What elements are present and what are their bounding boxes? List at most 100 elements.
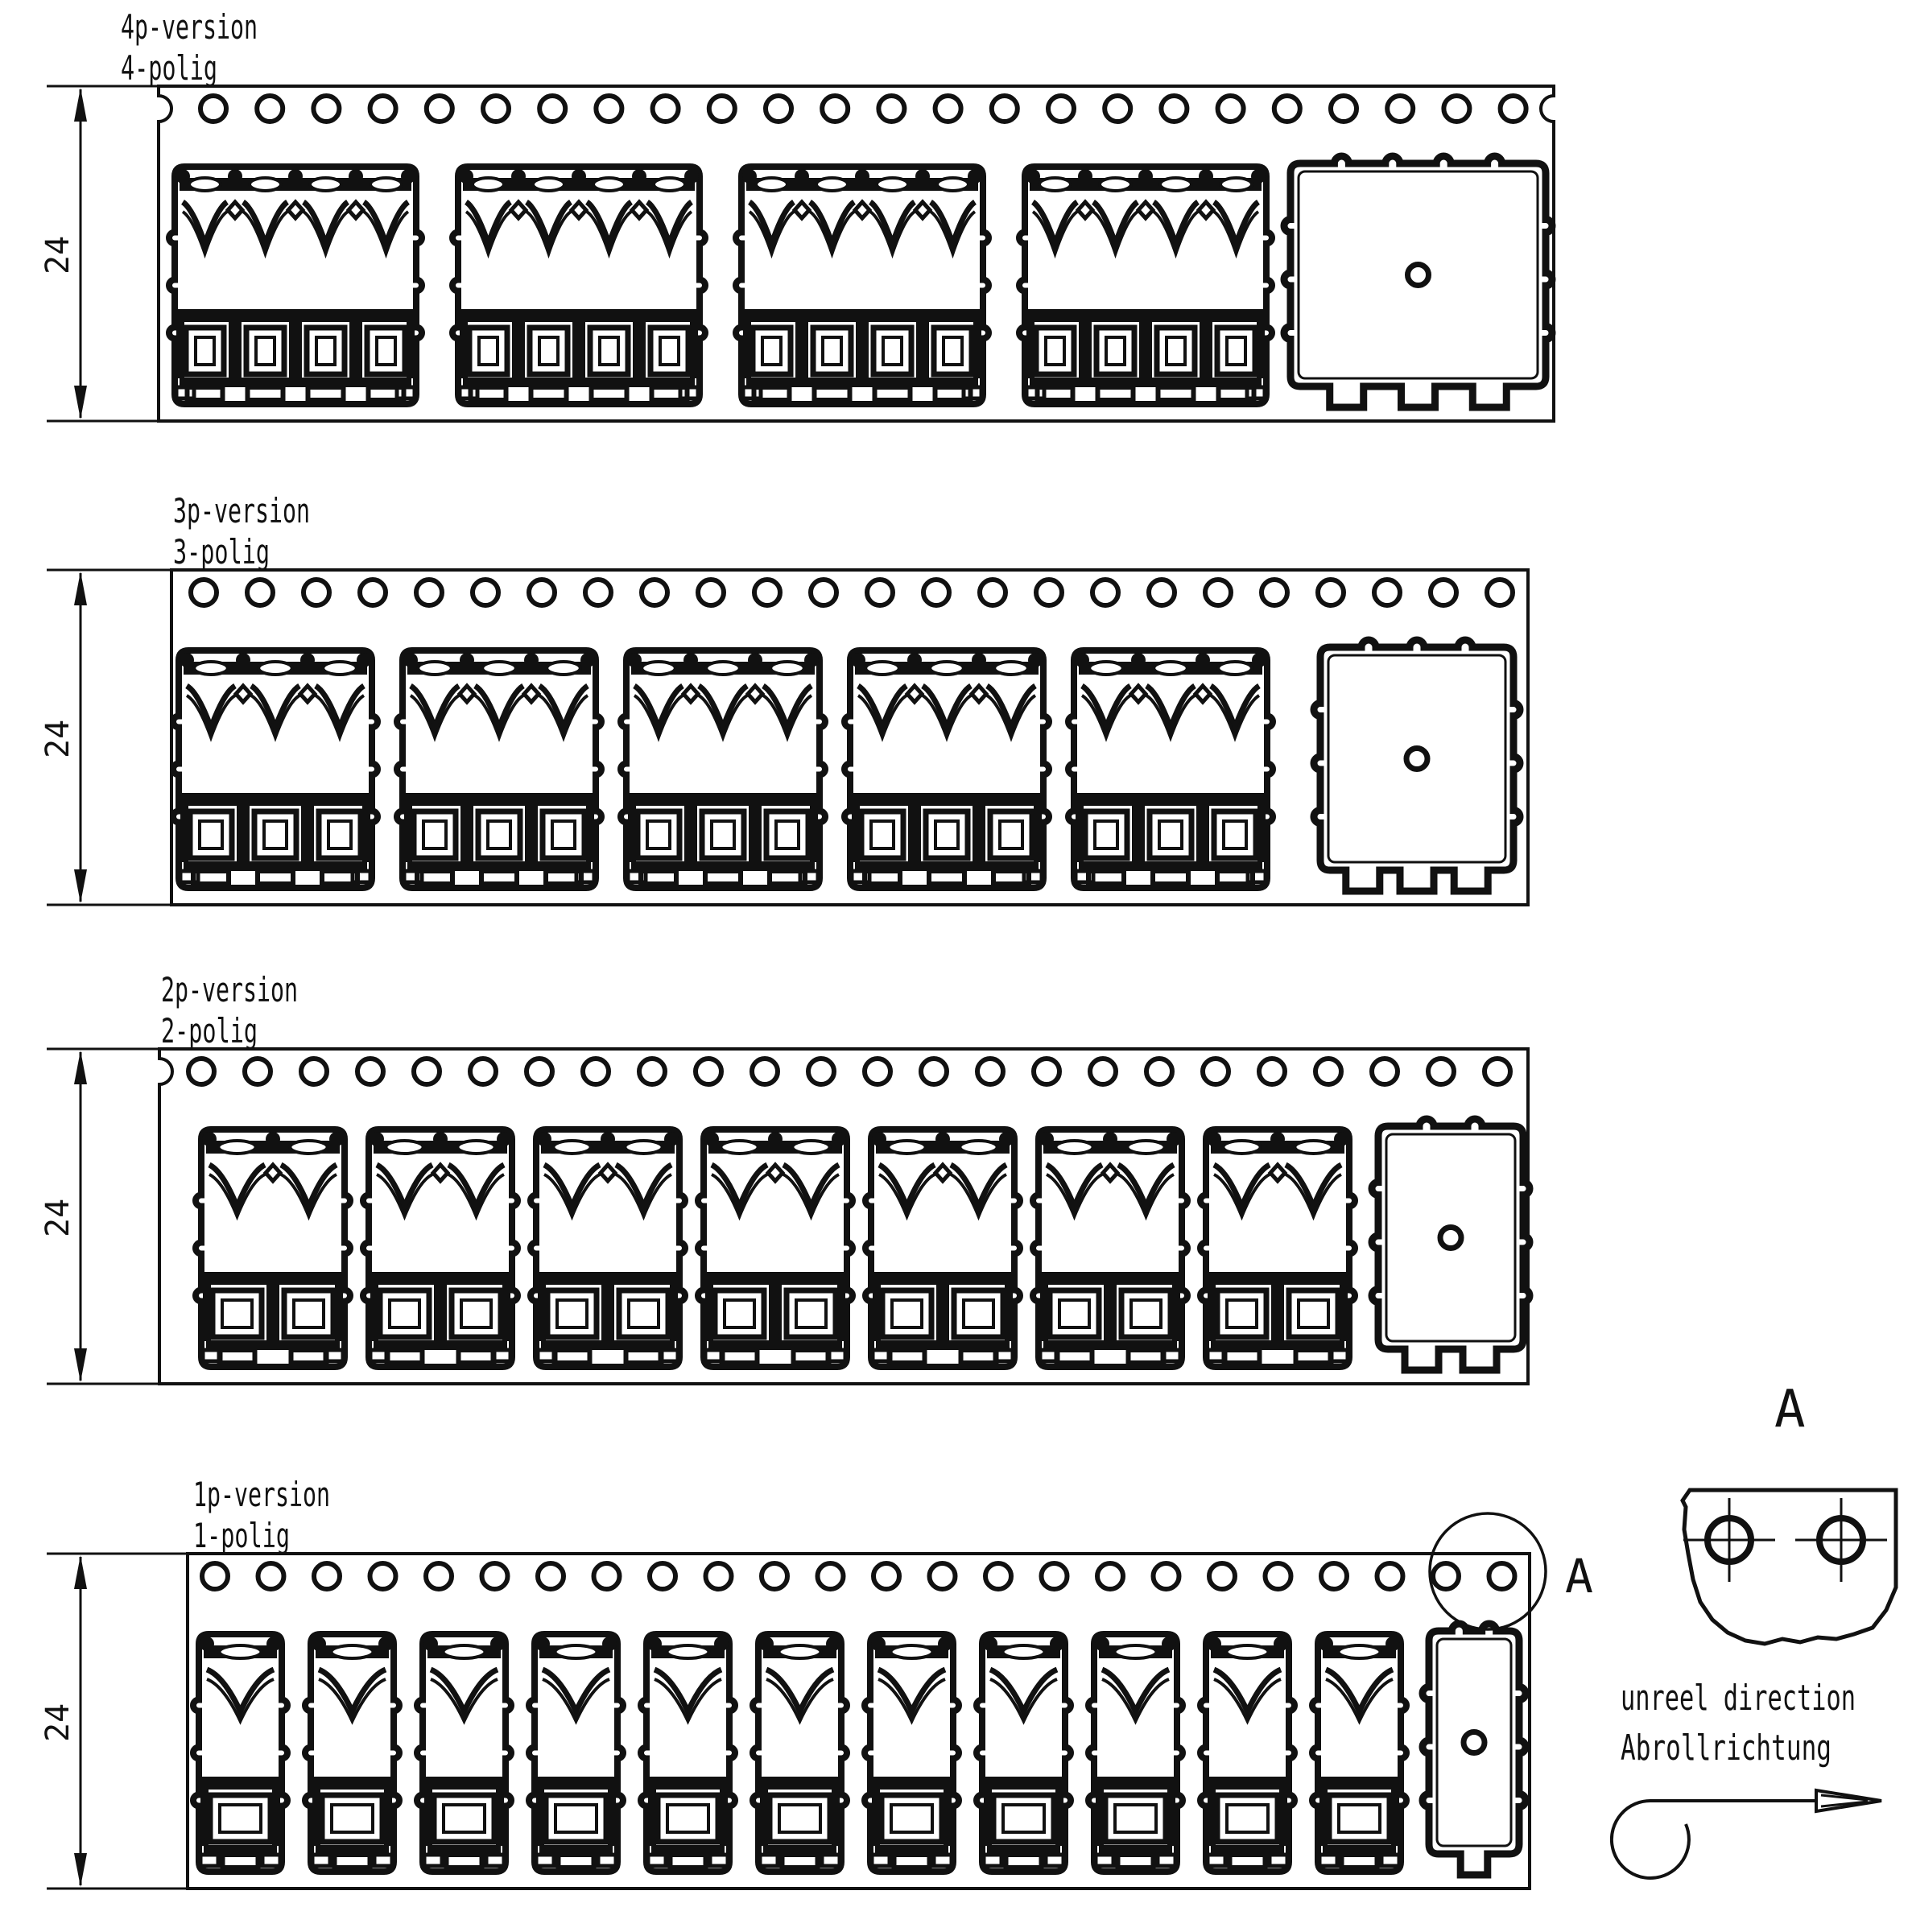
contact-divider [460,793,473,862]
contact-divider [916,309,929,378]
contact-inner [486,819,512,850]
spring-arch [317,1666,387,1719]
connector-1p [750,1631,850,1875]
foot-corner [310,1852,332,1868]
contact-block-side [1172,1272,1180,1341]
spring-arch [541,1666,611,1719]
spring-arch [1091,200,1140,253]
strip-4p-dimension-label: 24 [39,236,76,275]
contact-block-side [852,793,860,862]
spring-arch [447,1162,506,1215]
connector-frame [394,647,605,891]
carrier-tape-outline [186,1552,1531,1890]
sprocket-hole [254,93,286,124]
contact-block-side [973,309,981,378]
sprocket-hole [481,93,511,124]
foot-corner [798,869,820,885]
sprocket-hole [301,577,332,608]
sprocket-hole [1428,577,1459,608]
contact-block-side [538,1272,546,1341]
rim-slot [1088,660,1125,676]
connector-frame [638,1631,738,1875]
rim-slot [217,1139,258,1155]
rim-slot [704,660,741,676]
contact-inner [934,819,960,850]
spring-arch-inner [1285,1173,1342,1221]
dimension-arrow-up [74,1051,87,1084]
foot-corner [350,869,373,885]
sprocket-hole [696,577,726,608]
foot-corner [1073,869,1096,885]
contact-block-bar [539,1777,613,1790]
foot-corner [178,869,200,885]
connector-1p [973,1631,1074,1875]
rim-slot [777,1644,823,1660]
contact-block-side [460,309,468,378]
spring-arch-inner [409,694,460,742]
rim-slot [640,660,677,676]
contact-frame [810,324,854,378]
connector-frame [862,1126,1023,1370]
contact-frame [655,1792,721,1845]
spring-arch [747,200,796,253]
foot-corner [758,1852,780,1868]
ornament-diamond [508,199,529,221]
sprocket-hole [1090,577,1121,608]
contact-frame [1286,1287,1341,1340]
spring-arch-inner [1325,1678,1394,1725]
foot-tab [886,1348,927,1365]
foot-corner [658,1348,680,1364]
spring-arch [361,200,411,253]
spring-arch-inner [542,1678,610,1725]
contact-frame [1154,324,1198,378]
top-rim [1030,178,1262,191]
contact-block-bar [875,1777,948,1790]
rim-slot [719,1139,760,1155]
sprocket-hole [647,1561,678,1591]
foot-corner [1317,1852,1340,1868]
unreel-direction-label-en: unreel direction [1621,1678,1856,1719]
rim-slot [441,1644,487,1660]
sprocket-hole [311,93,342,124]
contact-inner [646,819,671,850]
spring-arch-inner [314,694,365,742]
rim-slot [754,176,789,192]
arrowhead [1815,1788,1882,1814]
sprocket-hole [1319,1561,1349,1591]
foot-corner [741,385,763,401]
connector-frame [166,163,425,407]
spring-arch [696,683,750,737]
contact-inner [198,819,224,850]
contact-divider [1196,793,1209,862]
foot-tab [384,1348,425,1365]
foot-corner [646,1852,668,1868]
ornament-diamond [791,199,812,221]
contact-inner [422,819,448,850]
rim-slot [1336,1644,1382,1660]
pocket-border-inner [1327,654,1507,864]
contact-block-bar [987,1777,1060,1790]
connector-frame [1197,1126,1358,1370]
foot-corner [961,385,984,401]
spring-arch [408,683,461,737]
contact-divider [856,309,869,378]
connector-frame [750,1631,850,1875]
connector-3p [170,647,381,891]
contact-divider [973,793,985,862]
sprocket-hole [871,1561,902,1591]
spring-arch-inner [869,210,916,259]
tape-strip-3p [47,568,1530,906]
spring-arch-inner [206,1678,275,1725]
rim-slot [369,176,403,192]
foot-tab [245,385,286,402]
contact-block-bar [631,793,815,806]
ornament-diamond [1075,199,1096,221]
contact-frame [1214,1287,1270,1340]
sprocket-hole [367,1561,399,1591]
spring-arch-inner [1117,1173,1175,1221]
ornament-diamond [852,199,873,221]
foot-tab [1293,1348,1334,1365]
contact-inner [659,336,680,366]
ornament-diamond [932,1162,953,1184]
contact-block-side [837,1272,845,1341]
